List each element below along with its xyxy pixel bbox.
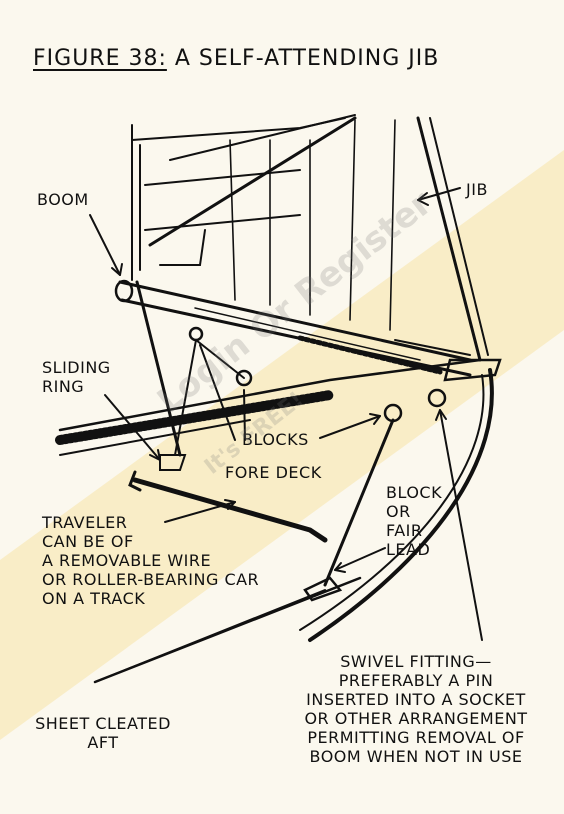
arrow-boom <box>89 214 121 276</box>
fair-lead <box>303 576 343 602</box>
mainsail-top <box>131 117 346 141</box>
label-boom: BOOM <box>37 190 89 209</box>
deck-edge <box>58 358 482 432</box>
block-1 <box>188 326 204 342</box>
jib-boom-bottom <box>120 298 472 377</box>
arrow-traveler <box>164 501 236 523</box>
deck-stripe <box>55 390 335 445</box>
block-4 <box>427 388 447 408</box>
arrow-blocks-1 <box>199 344 236 441</box>
sheet-line-1 <box>135 280 182 457</box>
sheet-line-3 <box>323 418 395 587</box>
arrow-sliding-ring <box>104 394 161 461</box>
figure-number: FIGURE 38: <box>33 46 167 71</box>
label-jib: JIB <box>466 180 488 199</box>
label-swivel-fitting: SWIVEL FITTING— PREFERABLY A PIN INSERTE… <box>304 652 528 766</box>
figure-caption: A SELF-ATTENDING JIB <box>174 46 440 71</box>
jib-foot <box>394 339 471 356</box>
label-sliding-ring: SLIDING RING <box>42 358 111 396</box>
arrow-blocks-3 <box>319 415 381 439</box>
label-traveler: TRAVELER CAN BE OF A REMOVABLE WIRE OR R… <box>42 513 260 608</box>
arrow-blocks-2 <box>243 389 246 441</box>
label-sheet-cleated-aft: SHEET CLEATED AFT <box>35 714 171 752</box>
block-2 <box>235 369 253 387</box>
sheet-to-cleat <box>94 589 326 683</box>
arrow-jib <box>417 187 461 201</box>
sheet-line-2 <box>174 339 197 456</box>
forestay <box>416 116 482 362</box>
bow-curve-outer <box>308 368 494 642</box>
sheet-line-4 <box>195 339 245 379</box>
jib-luff <box>429 117 489 356</box>
highlight-band <box>0 150 564 740</box>
arrow-fair-lead <box>334 547 386 571</box>
arrow-swivel <box>439 409 483 641</box>
bow-curve-inner <box>299 374 485 631</box>
boom-end <box>114 279 134 303</box>
traveler-bar <box>132 477 328 543</box>
sail-batten <box>148 116 357 247</box>
jib-boom-top <box>118 280 472 362</box>
figure-title: FIGURE 38: A SELF-ATTENDING JIB <box>33 46 439 71</box>
label-blocks: BLOCKS <box>242 430 309 449</box>
label-fore-deck: FORE DECK <box>225 463 322 482</box>
label-block-or-fair-lead: BLOCK OR FAIR LEAD <box>386 483 443 559</box>
